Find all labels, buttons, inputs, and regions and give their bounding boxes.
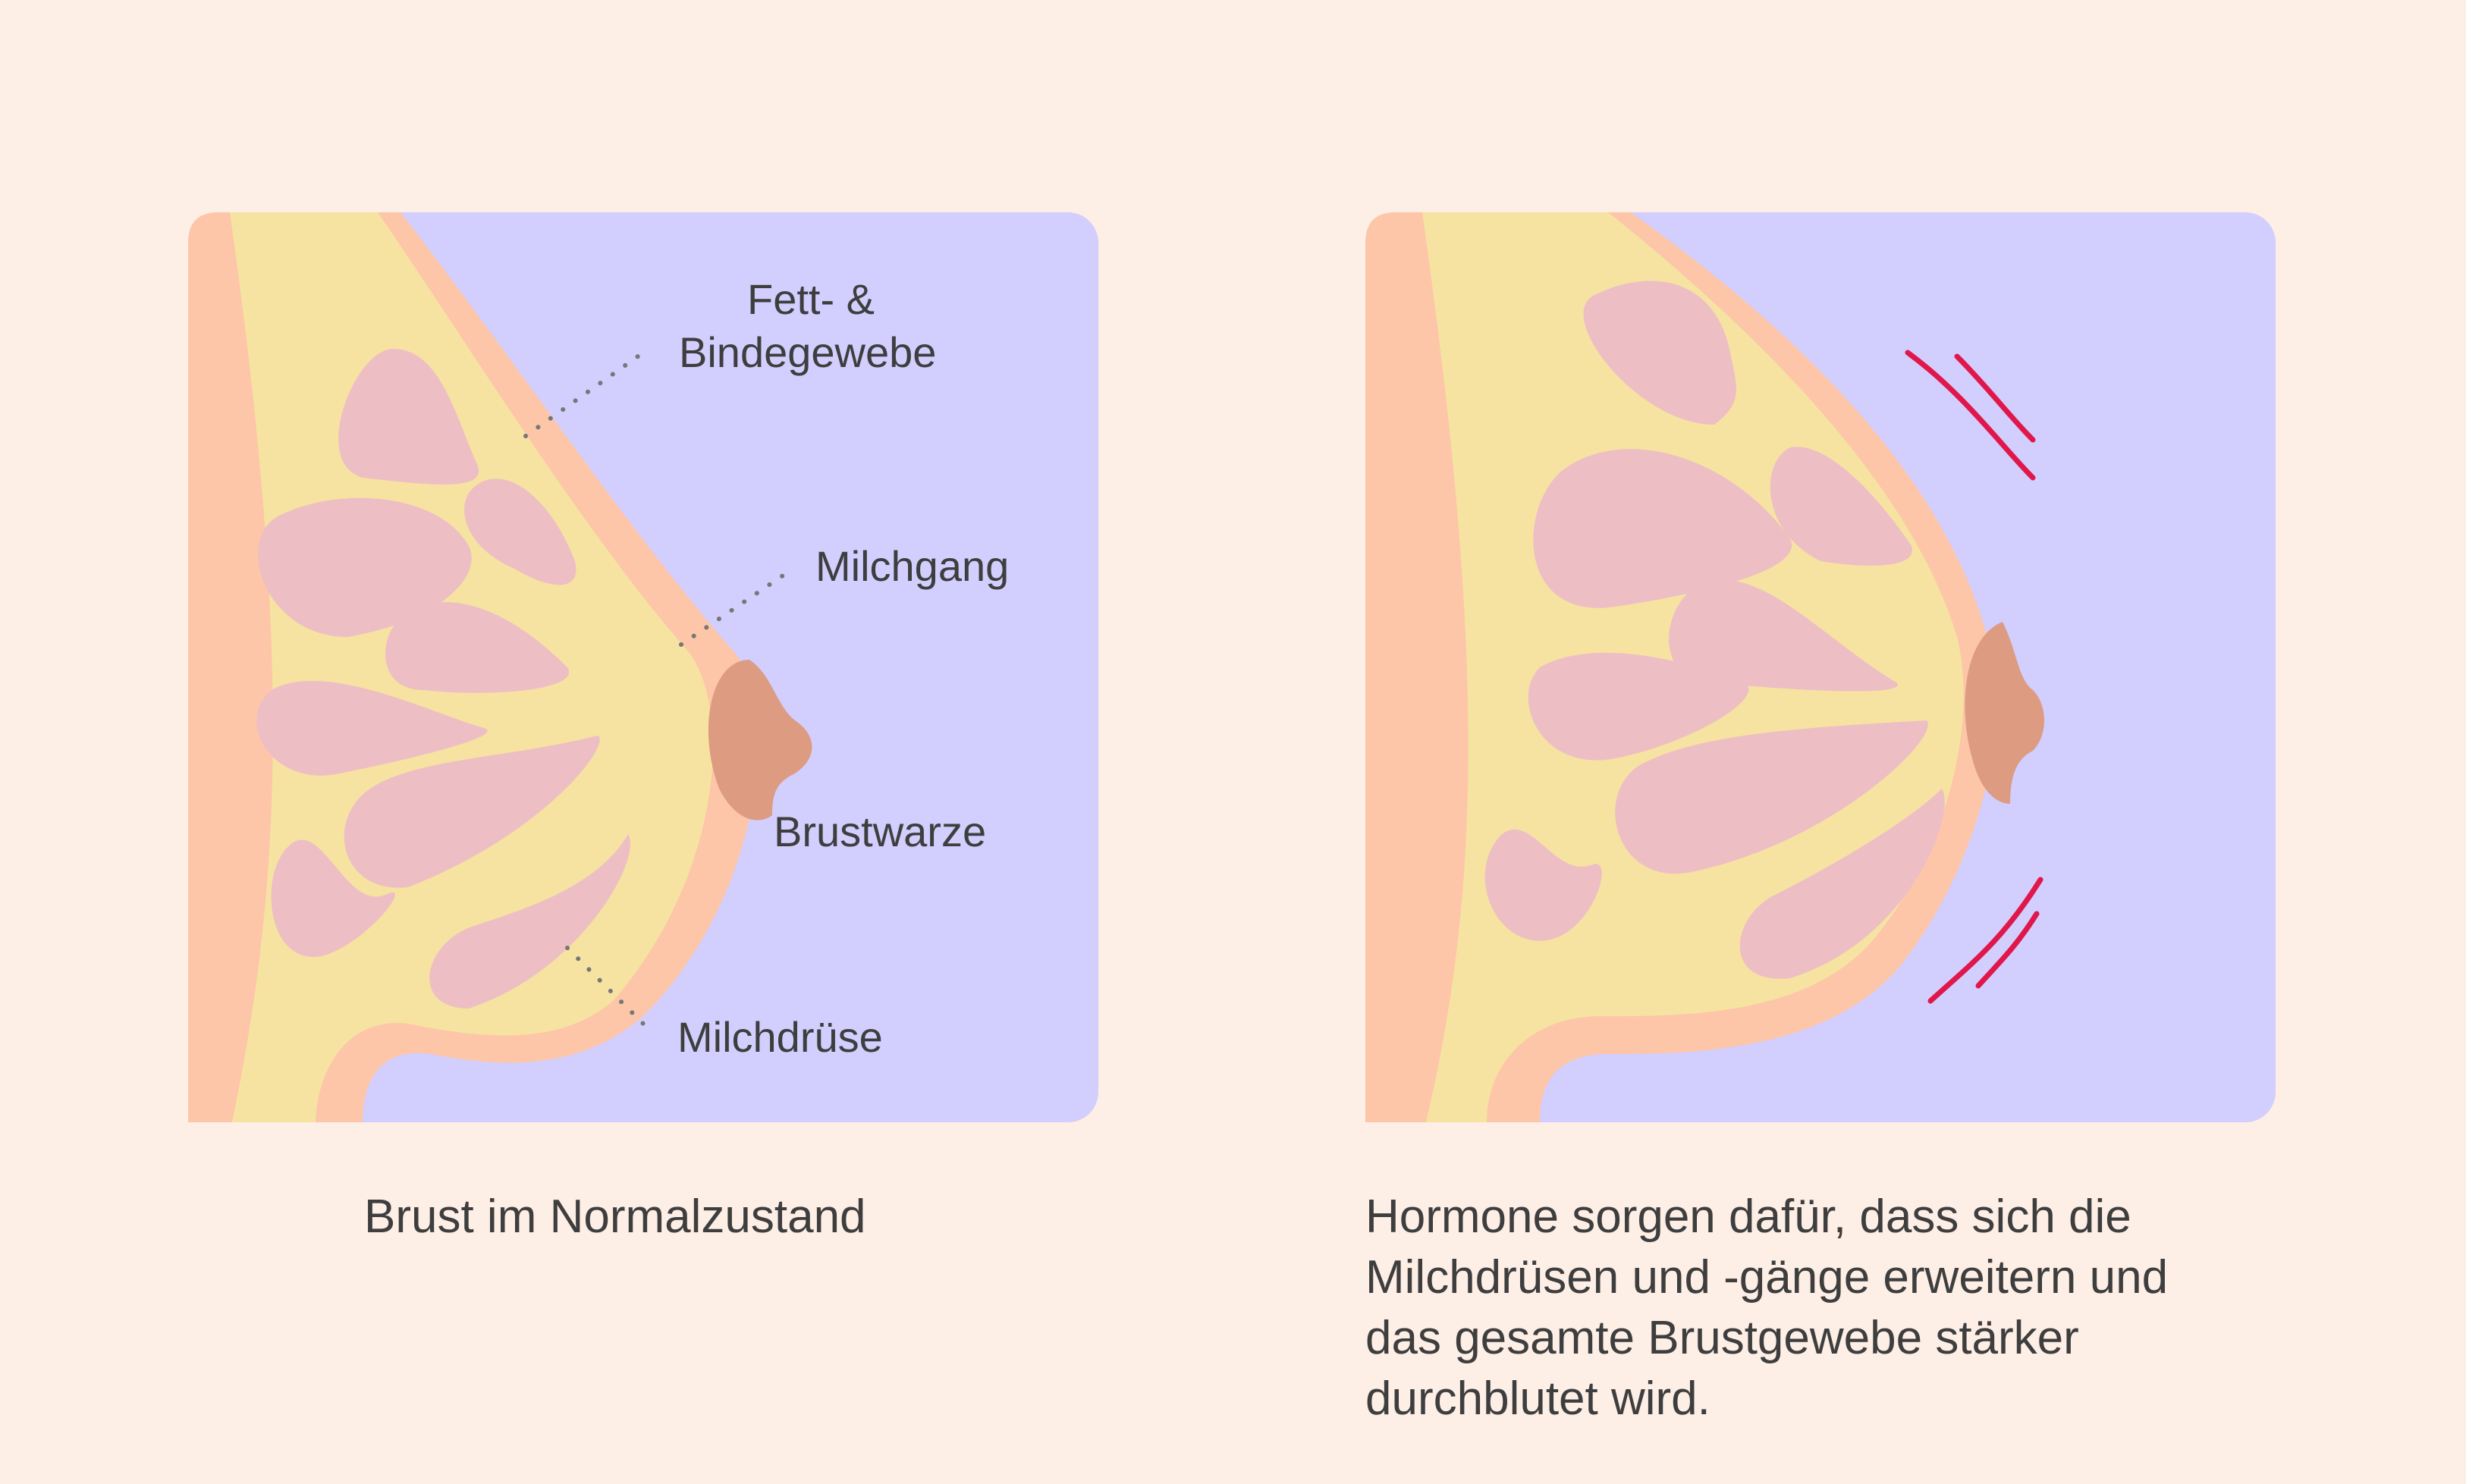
label-fat-tissue-line1: Fett- & (747, 275, 875, 323)
lobule (1669, 579, 1898, 692)
lobule (385, 601, 570, 693)
leader-line-fat (523, 350, 646, 438)
caption-line: Milchdrüsen und -gänge erweitern und (1365, 1251, 2169, 1304)
lobule (338, 349, 479, 485)
leader-lines (523, 350, 790, 1026)
lobule (1739, 789, 1945, 979)
swelling-mark-upper-inner (1954, 353, 2036, 443)
swelling-marks (1905, 350, 2043, 1004)
label-milk-duct: Milchgang (815, 542, 1010, 590)
lobule (258, 497, 472, 637)
lobule (1583, 281, 1736, 425)
lobule (1528, 652, 1749, 761)
caption-normal-state: Brust im Normalzustand (364, 1191, 866, 1243)
lobule (1484, 829, 1602, 941)
hormonal-breast-diagram (1365, 212, 2276, 1122)
label-mammary-gland: Milchdrüse (677, 1013, 883, 1061)
lobule (256, 680, 488, 776)
lobule (429, 834, 631, 1009)
mammary-lobules (1484, 281, 1945, 979)
swelling-mark-upper-outer (1905, 350, 2036, 481)
enlarged-breast-illustration (1365, 212, 2276, 1122)
lobule (344, 736, 600, 888)
label-nipple: Brustwarze (774, 808, 987, 855)
lobule (1615, 720, 1928, 874)
label-fat-tissue-line2: Bindegewebe (679, 328, 937, 376)
normal-breast-illustration (188, 212, 1098, 1122)
caption-hormonal-changes: Hormone sorgen dafür, dass sich die Milc… (1365, 1187, 2351, 1429)
mammary-lobules (256, 349, 631, 1009)
leader-line-gland (565, 946, 646, 1026)
swelling-mark-lower-outer (1927, 877, 2043, 1004)
caption-line: durchblutet wird. (1365, 1373, 1710, 1425)
leader-line-duct (679, 570, 790, 647)
swelling-mark-lower-inner (1975, 911, 2040, 989)
normal-breast-diagram (188, 212, 1098, 1122)
lobule (1770, 447, 1912, 566)
nipple (1965, 622, 2044, 804)
lobule (464, 478, 576, 585)
nipple (708, 660, 812, 820)
caption-line: Hormone sorgen dafür, dass sich die (1365, 1191, 2131, 1243)
lobule (1533, 449, 1792, 608)
caption-line: das gesamte Brustgewebe stärker (1365, 1312, 2079, 1364)
lobule (271, 839, 395, 957)
